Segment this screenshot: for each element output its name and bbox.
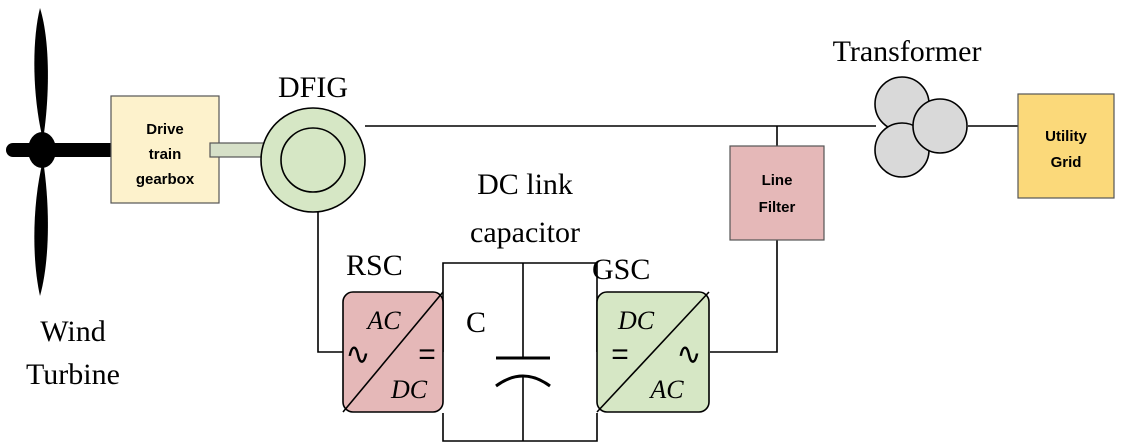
turbine-nose [6,143,36,157]
gsc-dc-symbol: = [611,338,629,371]
gsc-top-label: DC [617,306,655,335]
gsc-ac-symbol: ∿ [676,338,701,371]
transformer-coil-right [912,98,968,154]
wind-turbine [6,8,112,296]
turbine-blade-bottom [34,160,48,296]
rsc-label: RSC [346,249,403,282]
turbine-blade-top [34,8,48,140]
dfig-label: DFIG [278,71,348,104]
line-filter-label-line2: Filter [759,199,796,216]
rsc-dc-symbol: = [418,338,436,371]
rsc-ac-symbol: ∿ [345,338,370,371]
turbine-hub [28,132,56,168]
filter-gsc-wire [710,240,778,353]
wind-turbine-label-line1: Wind [40,315,105,348]
capacitor-label: C [466,306,486,339]
utility-grid-box [1017,93,1115,199]
gsc-bottom-label: AC [648,375,684,404]
rsc-bottom-label: DC [390,375,428,404]
gsc-divider [596,291,710,413]
gsc-label: GSC [592,253,650,286]
utility-grid-label-line1: Utility [1045,128,1087,145]
dc-link-bottom-bus [442,413,598,442]
rsc-divider [342,291,444,413]
dfig-rotor [280,127,346,193]
line-filter-box [729,145,825,241]
dc-link-label-line2: capacitor [470,216,580,249]
rotor-rsc-wire [317,212,343,353]
line-filter-label-line1: Line [762,172,793,189]
utility-grid-label-line2: Grid [1051,154,1082,171]
gearbox-dfig-shaft [209,142,265,158]
transformer-symbol [874,76,968,178]
transformer-label: Transformer [833,35,982,68]
gearbox-label-line2: train [149,146,182,163]
dc-link-label-line1: DC link [477,168,573,201]
rsc-top-label: AC [365,306,401,335]
wind-turbine-label-line2: Turbine [26,358,120,391]
gearbox-label-line3: gearbox [136,171,195,188]
turbine-shaft [48,143,112,157]
gearbox-label-line1: Drive [146,121,184,138]
